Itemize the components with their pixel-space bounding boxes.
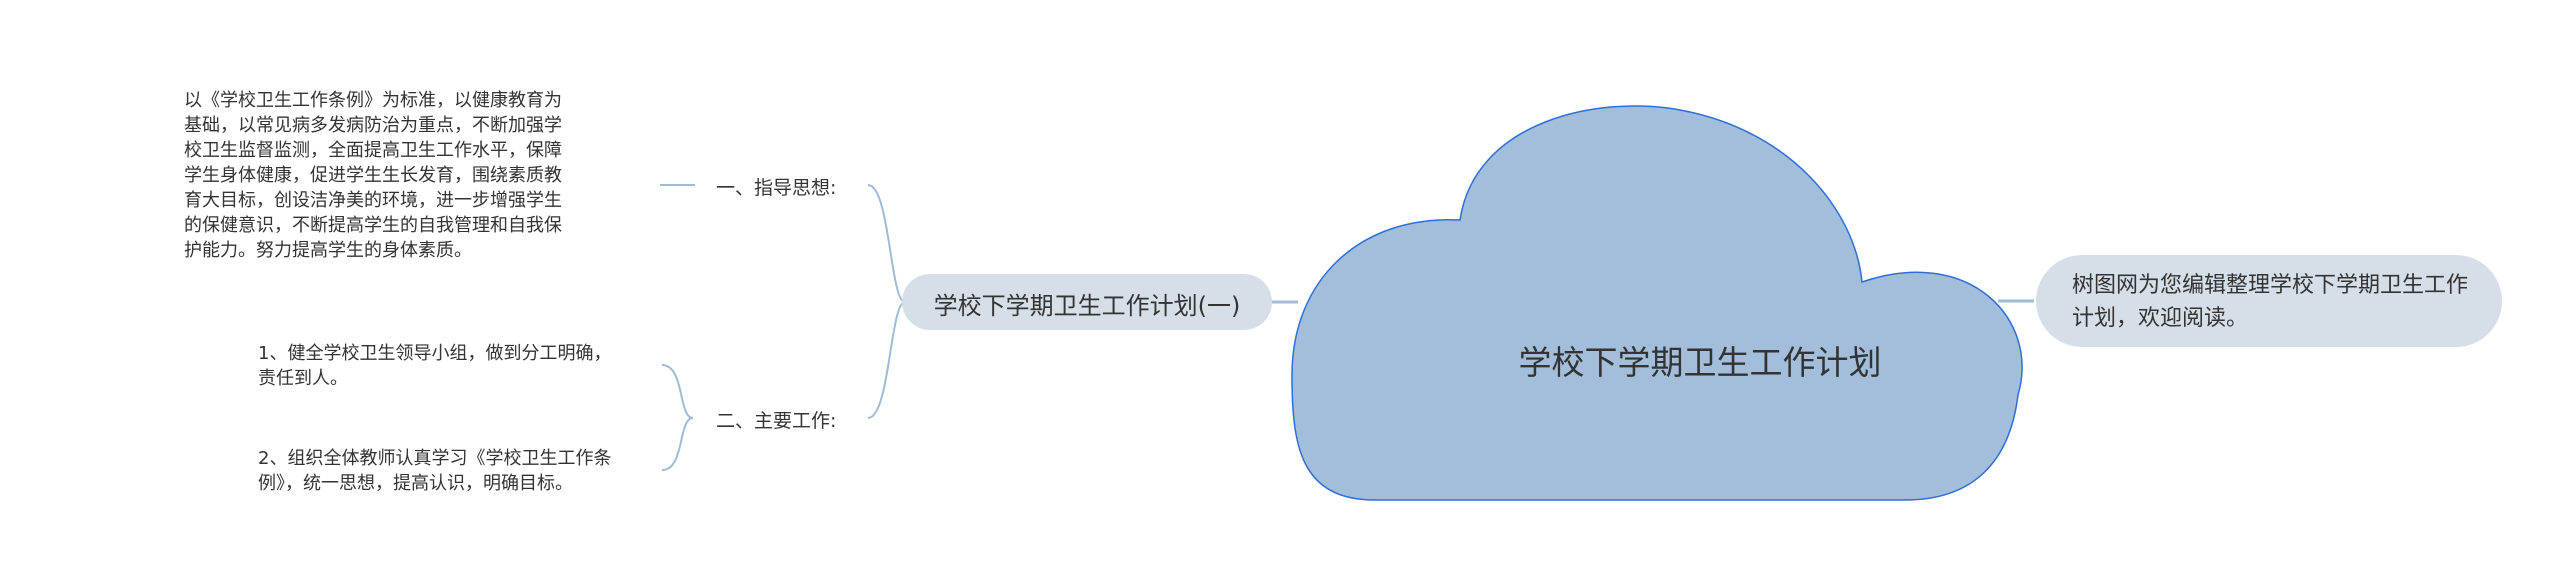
- branch-topic[interactable]: 学校下学期卫生工作计划(一): [902, 274, 1272, 330]
- connector-tasks-items: [661, 364, 694, 471]
- connector-branch-tasks: [867, 301, 906, 419]
- connector-branch-guiding: [867, 184, 906, 303]
- task-item-1[interactable]: 1、健全学校卫生领导小组，做到分工明确，责任到人。: [258, 343, 612, 389]
- central-cloud-shape: [1291, 105, 2023, 501]
- central-topic[interactable]: 学校下学期卫生工作计划: [1518, 343, 1882, 382]
- side-note[interactable]: 树图网为您编辑整理学校下学期卫生工作计划，欢迎阅读。: [2036, 255, 2502, 347]
- task-item-2[interactable]: 2、组织全体教师认真学习《学校卫生工作条例》，统一思想，提高认识，明确目标。: [258, 448, 612, 494]
- subtopic-tasks-label[interactable]: 二、主要工作:: [716, 410, 837, 432]
- guiding-paragraph[interactable]: 以《学校卫生工作条例》为标准，以健康教育为基础，以常见病多发病防治为重点，不断加…: [184, 90, 562, 261]
- subtopic-guiding-label[interactable]: 一、指导思想:: [716, 177, 837, 199]
